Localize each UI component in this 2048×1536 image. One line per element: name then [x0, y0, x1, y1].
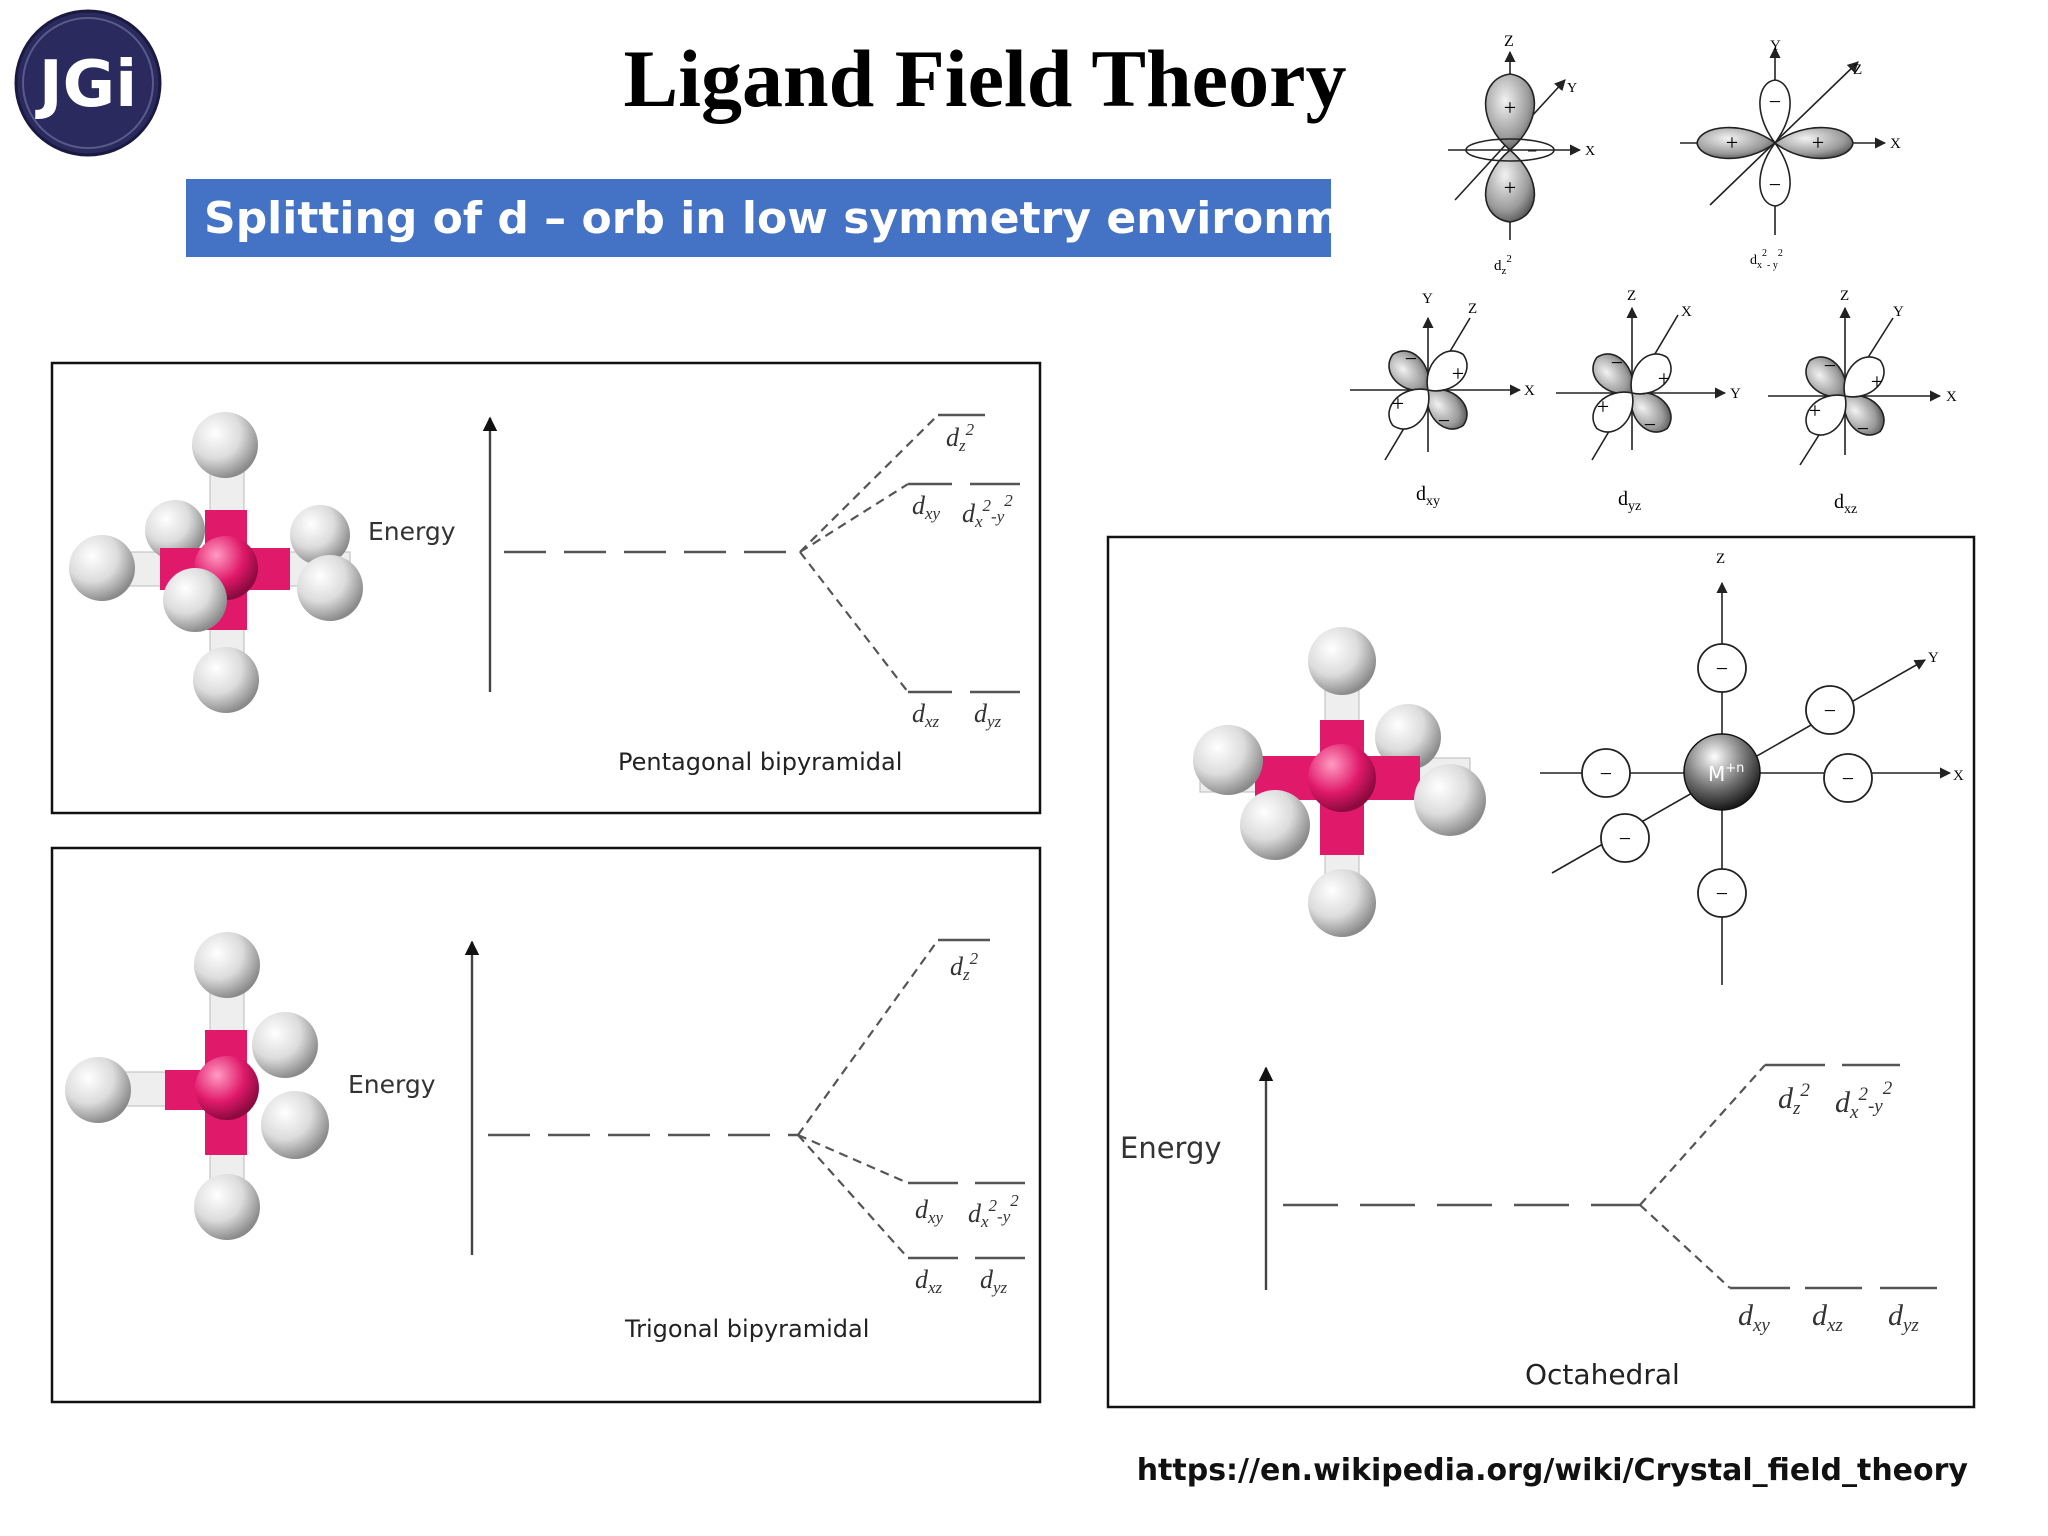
- dxz-label: dxz: [1834, 491, 1857, 517]
- logo-text: JGi: [35, 48, 137, 122]
- dxy-axis-y: Y: [1422, 291, 1433, 307]
- dz2-sign-bottom: +: [1504, 175, 1516, 200]
- dyz-sign-2: +: [1597, 394, 1609, 419]
- metal-ion: [1683, 733, 1761, 811]
- dx2y2-sign-top: −: [1769, 89, 1781, 114]
- panel-trigonal-frame: [50, 846, 1042, 1404]
- dx2y2-sign-bottom: −: [1769, 172, 1781, 197]
- dxy-label: dxy: [1416, 483, 1440, 509]
- dyz-axis-z: Z: [1627, 288, 1636, 304]
- dxz-axis-z: Z: [1840, 288, 1849, 304]
- orbital-dxy: + + − − Y Z X dxy: [1350, 291, 1535, 509]
- pentagonal-label-dxz: dxz: [912, 699, 940, 731]
- dx2y2-sign-right: +: [1812, 130, 1824, 155]
- ligand-charge-top: −: [1716, 656, 1728, 681]
- dx2y2-axis-x: X: [1890, 136, 1901, 152]
- page-title: Ligand Field Theory: [624, 33, 1347, 124]
- orbital-dx2-y2: + + − − Y Z X dx2- y2: [1680, 38, 1901, 271]
- dz2-label: dz2: [1494, 253, 1512, 277]
- panel-octahedral-frame: [1106, 535, 1976, 1409]
- dxy-sign-4: −: [1438, 408, 1450, 433]
- dxz-sign-3: −: [1824, 353, 1836, 378]
- dyz-sign-1: +: [1658, 366, 1670, 391]
- ligand-charge-bottom: −: [1716, 881, 1728, 906]
- dyz-axis-x: X: [1681, 304, 1692, 320]
- orbital-dyz: + + − − Z X Y dyz: [1556, 288, 1741, 514]
- dxy-sign-2: +: [1392, 391, 1404, 416]
- dz2-sign-top: +: [1504, 95, 1516, 120]
- dz2-axis-y: Y: [1567, 81, 1577, 96]
- dx2y2-sign-left: +: [1726, 130, 1738, 155]
- octa-axis-y: Y: [1928, 650, 1939, 666]
- dxz-axis-x: X: [1946, 389, 1957, 405]
- dx2y2-label: dx2- y2: [1750, 248, 1783, 271]
- molecule-octahedral: [1193, 627, 1486, 937]
- molecule-pentagonal: [69, 412, 363, 713]
- ligand-charge-right: −: [1842, 766, 1854, 791]
- panel-trigonal: Energy dz2 dxy dx2-y2 dxz dyz Trigonal b…: [50, 846, 1042, 1404]
- trigonal-energy-label: Energy: [348, 1070, 436, 1099]
- dyz-sign-3: −: [1611, 350, 1623, 375]
- trigonal-caption: Trigonal bipyramidal: [624, 1315, 869, 1343]
- banner-text: Splitting of d – orb in low symmetry env…: [204, 193, 1466, 244]
- ligand-point-charges: Z Y X − − − − − − M+n: [1540, 551, 1964, 985]
- ligand-charge-front: −: [1619, 826, 1631, 851]
- dyz-axis-y: Y: [1730, 386, 1741, 402]
- dx2y2-axis-z: Z: [1853, 62, 1862, 78]
- dxy-sign-3: −: [1405, 346, 1417, 371]
- octa-axis-x: X: [1953, 768, 1964, 784]
- banner: Splitting of d – orb in low symmetry env…: [186, 179, 1466, 257]
- dxz-sign-1: +: [1871, 369, 1883, 394]
- dxz-sign-2: +: [1809, 398, 1821, 423]
- metal-ion-label: M+n: [1708, 761, 1744, 786]
- octahedral-caption: Octahedral: [1525, 1358, 1680, 1391]
- ligand-charge-left: −: [1600, 761, 1612, 786]
- dxy-axis-x: X: [1524, 383, 1535, 399]
- panel-pentagonal: Energy dz2 dxy dx2-y2 dxz dyz Pentagonal…: [50, 361, 1042, 815]
- dyz-label: dyz: [1618, 488, 1641, 514]
- dyz-sign-4: −: [1644, 412, 1656, 437]
- source-link[interactable]: https://en.wikipedia.org/wiki/Crystal_fi…: [1137, 1453, 1969, 1488]
- octahedral-energy-label: Energy: [1120, 1131, 1222, 1165]
- dxy-axis-z: Z: [1468, 301, 1477, 317]
- dz2-sign-ring: −: [1527, 141, 1537, 161]
- dxy-sign-1: +: [1452, 361, 1464, 386]
- orbital-dz2: + + − Z Y X dz2: [1448, 33, 1595, 277]
- pentagonal-caption: Pentagonal bipyramidal: [618, 748, 902, 776]
- dxz-axis-y: Y: [1893, 304, 1904, 320]
- dz2-axis-z: Z: [1504, 33, 1514, 50]
- pentagonal-energy-label: Energy: [368, 517, 456, 546]
- dxz-sign-4: −: [1857, 416, 1869, 441]
- ligand-charge-back: −: [1824, 698, 1836, 723]
- orbital-dxz: + + − − Z Y X dxz: [1768, 288, 1957, 517]
- octahedral-label-dxz: dxz: [1812, 1299, 1843, 1336]
- molecule-trigonal: [65, 932, 329, 1240]
- logo: JGi: [14, 9, 162, 157]
- octa-axis-z: Z: [1716, 551, 1725, 567]
- dx2y2-axis-y: Y: [1770, 38, 1781, 54]
- dz2-axis-x: X: [1585, 144, 1595, 159]
- panel-octahedral: Z Y X − − − − − − M+n Energy dz2: [1106, 535, 1976, 1409]
